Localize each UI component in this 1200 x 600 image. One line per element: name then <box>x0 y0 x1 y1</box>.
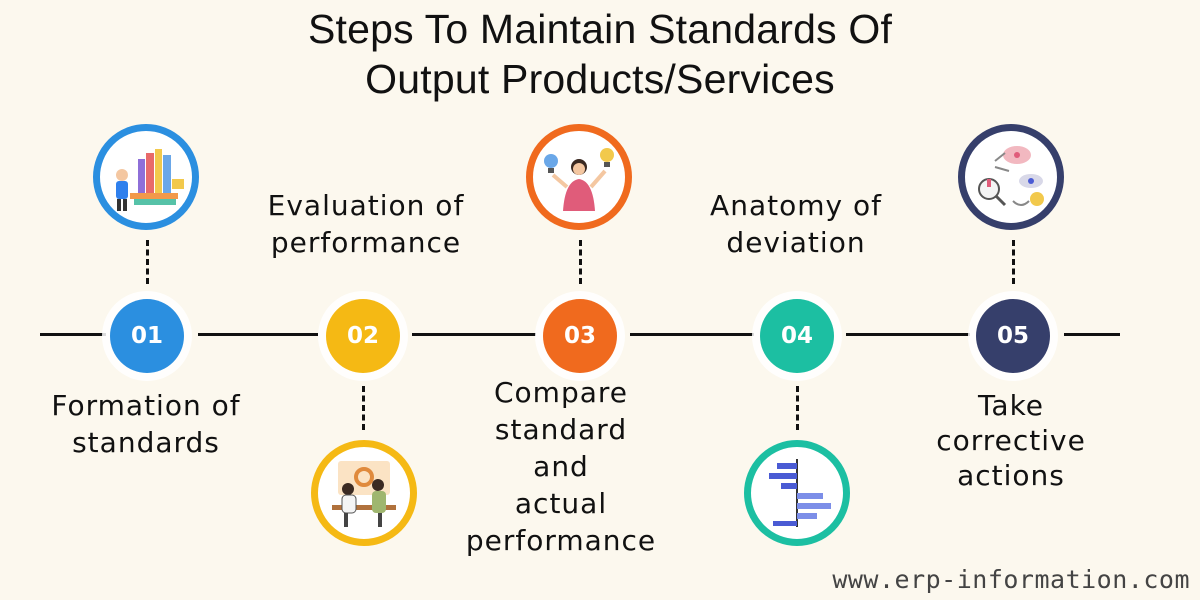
step-2-label-line: performance <box>270 226 462 259</box>
gantt-chart-icon <box>744 440 850 546</box>
step-4-node: 04 <box>760 299 834 373</box>
step-5-label-line: corrective <box>936 424 1086 457</box>
step-5-node: 05 <box>976 299 1050 373</box>
step-4-label-line: deviation <box>726 226 866 259</box>
step-4-label: Anatomy of deviation <box>670 187 922 261</box>
title-line-2: Output Products/Services <box>365 56 835 102</box>
step-2-node: 02 <box>326 299 400 373</box>
step-3-connector <box>579 240 582 284</box>
step-4-label-line: Anatomy of <box>710 189 882 222</box>
step-1-label-line: Formation of <box>51 389 241 422</box>
step-2-connector <box>362 386 365 430</box>
step-3-label-line: and <box>533 450 589 483</box>
timeline-segment <box>846 333 970 336</box>
step-1-label: Formation of standards <box>20 387 272 461</box>
timeline-segment <box>412 333 536 336</box>
step-1-node: 01 <box>110 299 184 373</box>
step-3-label-line: performance <box>465 524 657 557</box>
step-4-connector <box>796 386 799 430</box>
step-3-label-line: standard <box>494 413 628 446</box>
step-5-label: Take corrective actions <box>900 388 1122 493</box>
woman-comparing-ideas-icon <box>526 124 632 230</box>
source-watermark: www.erp-information.com <box>832 565 1190 594</box>
timeline-segment <box>1064 333 1120 336</box>
step-5-label-line: Take <box>977 389 1045 422</box>
step-3-node: 03 <box>543 299 617 373</box>
step-3-label-line: actual <box>514 487 608 520</box>
page-title: Steps To Maintain Standards Of Output Pr… <box>0 4 1200 104</box>
corrective-process-icon <box>958 124 1064 230</box>
step-5-connector <box>1012 240 1015 284</box>
books-stack-icon <box>93 124 199 230</box>
title-line-1: Steps To Maintain Standards Of <box>307 6 893 52</box>
step-5-label-line: actions <box>957 459 1065 492</box>
step-1-connector <box>146 240 149 284</box>
timeline-segment <box>630 333 754 336</box>
step-3-label: Compare standard and actual performance <box>450 374 672 559</box>
step-2-label-line: Evaluation of <box>267 189 465 222</box>
timeline-segment <box>40 333 106 336</box>
step-1-label-line: standards <box>72 426 220 459</box>
team-meeting-icon <box>311 440 417 546</box>
timeline-segment <box>198 333 318 336</box>
step-3-label-line: Compare <box>493 376 628 409</box>
step-2-label: Evaluation of performance <box>240 187 492 261</box>
